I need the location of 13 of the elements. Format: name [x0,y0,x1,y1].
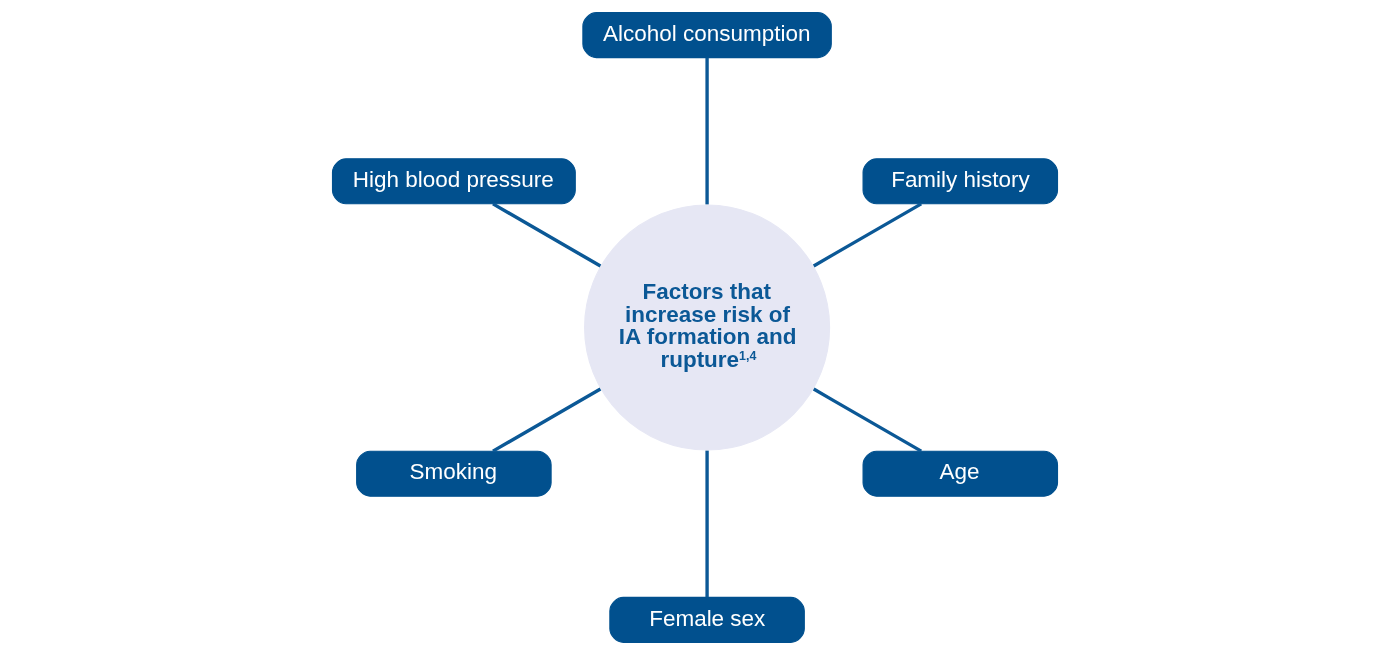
node-box: Female sex [608,596,805,643]
connector [704,450,709,598]
connector [491,202,601,268]
node-box: Smoking [355,450,552,497]
node-box: Alcohol consumption [581,12,832,59]
connector [491,387,601,453]
node-box: Age [862,450,1058,497]
node-box: High blood pressure [331,158,576,205]
node-circle: Factors that increase risk of IA formation and rupture$^{1,4}$ [583,204,830,451]
connector [704,57,709,205]
node-box: Family history [862,158,1058,205]
connector [812,387,922,453]
connector [812,202,922,268]
